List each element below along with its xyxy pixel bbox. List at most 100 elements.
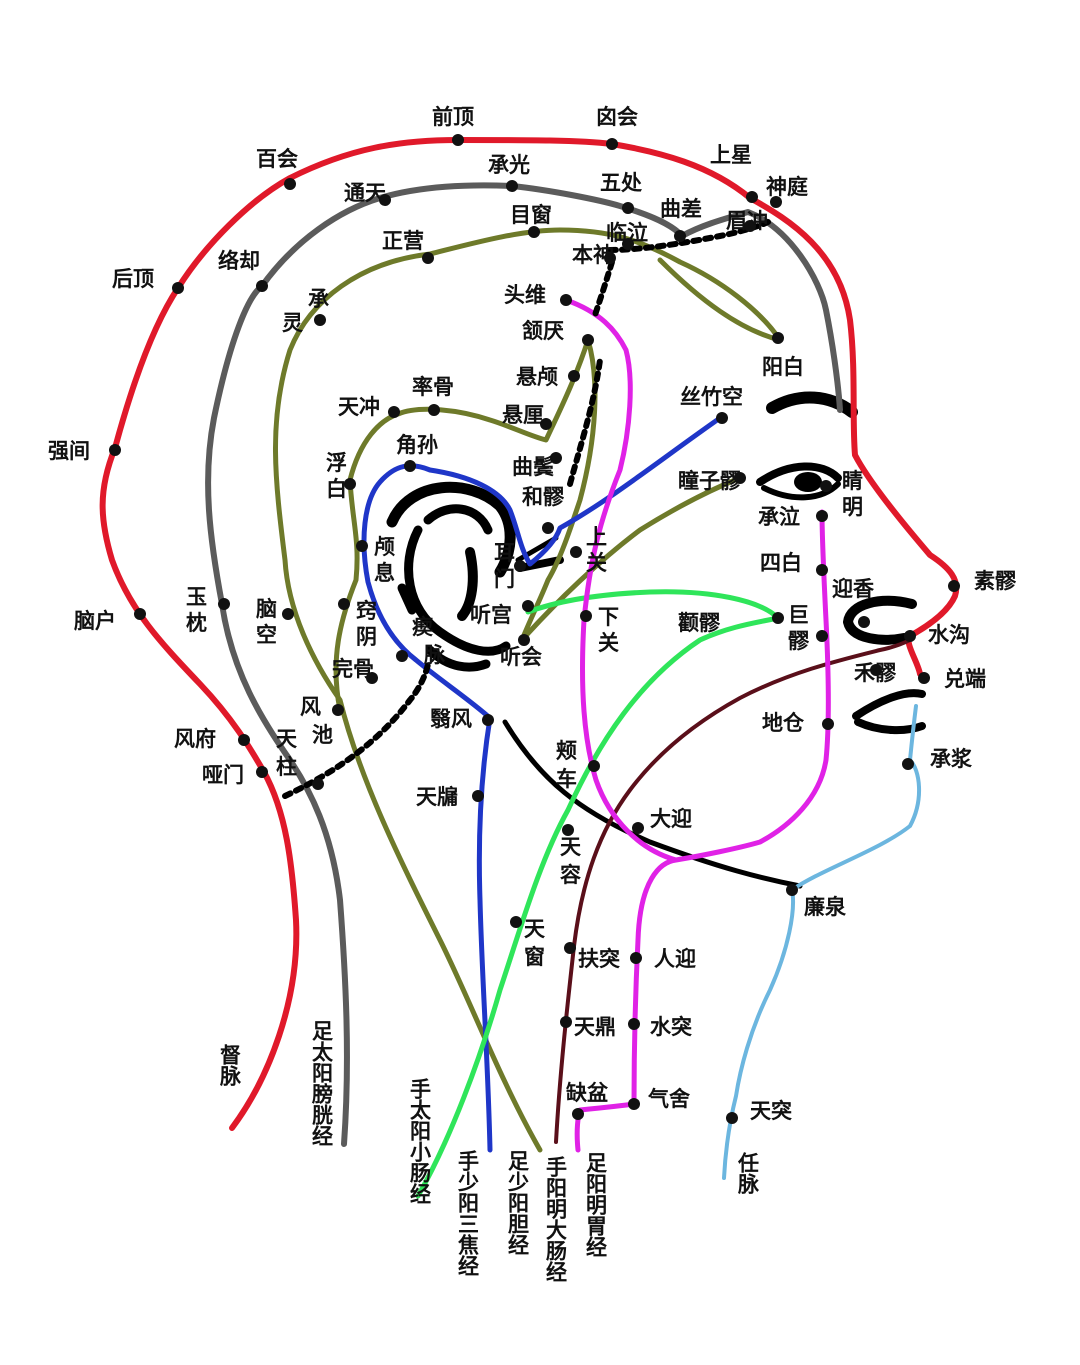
point-label-ermen-1: 耳 [494,540,515,565]
acupoint-dot-zhengying [422,252,434,264]
gallbladder-meridian-path-outer [273,227,783,1153]
acupoint-dot-chengjiang [902,758,914,770]
acupoint-dot-tiantu [726,1112,738,1124]
point-label-tianzhu-2: 柱 [276,754,297,779]
point-label-yamen: 哑门 [202,762,244,787]
acupoint-dot-suliao [948,580,960,592]
large-intestine-meridian-path [554,638,912,1144]
connector-temple [567,357,603,487]
point-label-luxi-1: 颅 [374,534,395,559]
acupoint-dot-tianding [560,1016,572,1028]
point-label-fengchi-2: 池 [312,722,333,747]
acupoint-dot-lianquan [786,884,798,896]
acupoint-dot-qubin [550,452,562,464]
acupoint-dot-ermen [514,560,526,572]
point-label-chengqi: 承泣 [758,504,800,529]
point-label-fubai-1: 浮 [326,450,347,475]
acupoint-dot-dicang [822,718,834,730]
anatomy-outline [386,391,926,889]
point-label-jingming-1: 睛 [842,468,863,493]
point-label-shenting: 神庭 [766,174,808,199]
acupoint-dot-tianchuang [510,916,522,928]
meridian-label-sanjiao: 手少阳三焦经 [456,1150,481,1276]
point-label-naohu: 脑户 [74,608,116,633]
point-label-tiantu: 天突 [750,1098,792,1123]
point-label-jiache-2: 车 [556,766,577,791]
point-label-fubai-2: 白 [326,476,347,501]
meridian-label-stomach: 足阳明胃经 [584,1152,609,1257]
point-label-quepen: 缺盆 [566,1080,609,1105]
acupoint-dot-shangguan [570,546,582,558]
meridian-label-du: 督脉 [218,1043,243,1087]
point-label-qiaoyin-2: 阴 [356,624,377,649]
acupoint-dot-yamen [256,766,268,778]
point-label-qiaoyin-1: 窍 [356,598,377,623]
acupoint-dot-heliao2 [870,664,882,676]
point-label-chimai-2: 脉 [423,642,446,667]
acupoint-dot-baihui [284,178,296,190]
acupoint-dot-naohu [134,608,146,620]
point-label-tianrong-1: 天 [560,834,582,859]
point-label-benshen: 本神 [572,242,614,267]
stomach-meridian-path [563,297,831,1153]
acupoint-dot-renying [630,952,642,964]
point-label-dicang: 地仓 [762,710,805,735]
acupoint-dot-linqi [622,238,634,250]
acupoint-dot-jiache [588,760,600,772]
point-label-shangguan-1: 上 [586,524,607,549]
acupoint-dot-fengfu [238,734,250,746]
nostril [843,595,917,645]
point-label-qianding: 前顶 [432,104,474,129]
acupoint-dot-shangxing [746,191,758,203]
ear-base [516,556,564,572]
acupoint-labels: 前顶 囟会 百会 上星 承光 神庭 通天 五处 曲差 目窗 眉冲 正营 临泣 络… [48,104,1016,1123]
upper-lip [852,689,926,720]
point-label-duiduan: 兑端 [944,666,986,691]
point-label-qiangjian: 强间 [48,438,90,463]
acupoint-dot-daying [632,822,644,834]
point-label-ermen-2: 门 [494,566,515,591]
acupoint-dot-tianyou [472,790,484,802]
ear-tragus [457,547,478,621]
point-label-shuitu: 水突 [650,1014,692,1039]
point-label-meichong: 眉冲 [726,208,768,233]
point-label-xiaguan-1: 下 [598,604,619,629]
point-label-xuanlu: 悬颅 [516,364,558,389]
point-label-tianrong-2: 容 [560,862,581,887]
point-label-daying: 大迎 [650,806,692,831]
acupoint-dot-chengqi [816,510,828,522]
acupoint-dot-wangu [366,672,378,684]
acupoint-dot-tianrong [562,824,574,836]
point-label-qishe: 气舍 [647,1086,691,1111]
acupoint-dot-yifeng [482,714,494,726]
point-label-tianchuang-2: 窗 [524,944,545,969]
eyebrow [766,391,858,418]
acupoint-dot-sizhukong [716,412,728,424]
point-label-quanliao: 颧髎 [678,610,720,635]
point-label-suliao: 素髎 [974,568,1016,593]
point-label-chengjiang: 承浆 [930,746,973,771]
eye-pupil [794,472,822,492]
point-label-tianzhu-1: 天 [276,726,298,751]
acupoint-dot-benshen [604,252,616,264]
acupoint-dot-fengchi [332,704,344,716]
acupoint-dot-shenting [770,196,782,208]
point-label-sibai: 四白 [760,550,802,575]
point-label-tianding: 天鼎 [574,1014,616,1039]
point-label-baihui: 百会 [256,146,298,171]
ear-canal-mark [397,583,417,615]
acupoint-dot-meichong [744,220,756,232]
point-label-jiaosun: 角孙 [396,432,438,457]
acupoint-dot-xinhui [606,138,618,150]
acupoint-dot-shuaigu [428,404,440,416]
point-label-tianchuang-1: 天 [524,916,546,941]
acupoint-dot-yangbai [772,332,784,344]
point-label-shangxing: 上星 [710,142,752,167]
point-label-heliao: 和髎 [522,484,564,509]
meridian-labels: 督脉 足太阳膀胱经 手太阳小肠经 手少阳三焦经 足少阳胆经 手阳明大肠经 足阳明… [218,1020,761,1282]
acupoint-dot-quchai [674,230,686,242]
acupoint-dot-yuzhen [218,598,230,610]
ear-helix [404,525,511,656]
